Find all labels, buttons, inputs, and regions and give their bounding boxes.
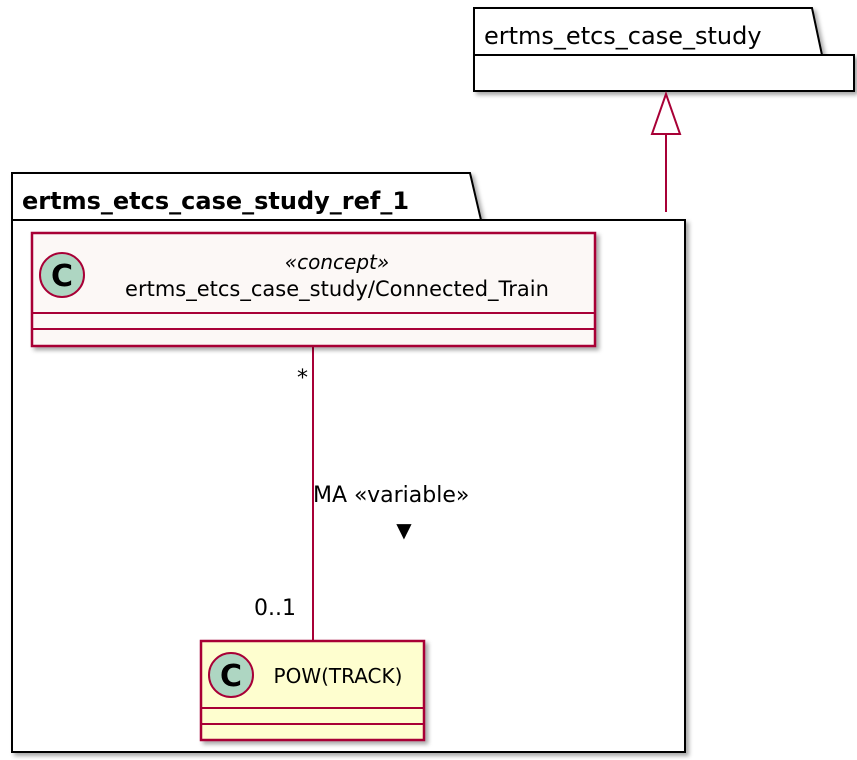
generalization-arrow (650, 90, 682, 212)
class-stereotype: «concept» (285, 250, 389, 274)
class-box (30, 231, 597, 348)
class-icon-letter: C (220, 659, 242, 694)
class-connected-train[interactable]: C «concept» ertms_etcs_case_study/Connec… (30, 231, 597, 348)
hollow-triangle-arrowhead (650, 90, 682, 135)
class-name: POW(TRACK) (274, 664, 403, 688)
class-pow-track[interactable]: C POW(TRACK) (199, 639, 426, 742)
package-name: ertms_etcs_case_study (484, 22, 762, 50)
association-label: MA «variable» (313, 483, 469, 508)
package-body (473, 54, 855, 92)
class-icon-letter: C (51, 259, 73, 294)
direction-arrow: ▼ (396, 518, 412, 542)
class-name: ertms_etcs_case_study/Connected_Train (125, 277, 549, 302)
target-multiplicity: 0..1 (254, 596, 296, 621)
class-icon: C (208, 652, 254, 698)
package-name: ertms_etcs_case_study_ref_1 (22, 187, 409, 215)
source-multiplicity: * (297, 366, 308, 391)
package-ertms-etcs-case-study (473, 7, 855, 92)
class-icon: C (39, 252, 85, 298)
